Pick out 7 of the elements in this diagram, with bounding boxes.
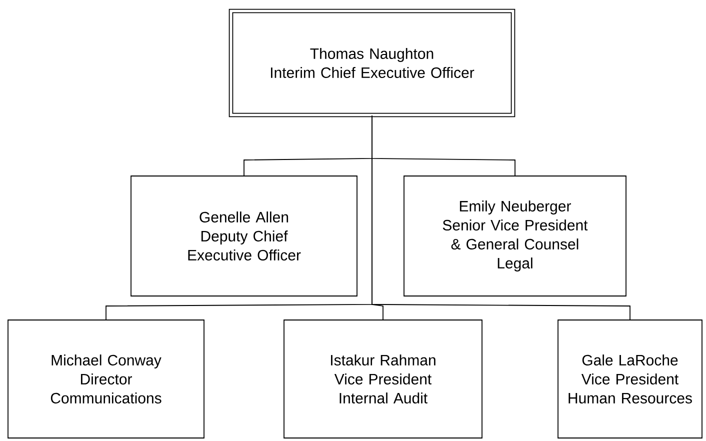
org-box: Emily Neuberger Senior Vice President & General Counsel Legal (404, 176, 626, 296)
org-box: Istakur Rahman Vice President Internal Audit (284, 320, 482, 438)
org-box: Gale LaRoche Vice President Human Resources (558, 320, 702, 438)
connector (372, 115, 630, 320)
org-box: Genelle Allen Deputy Chief Executive Officer (130, 176, 358, 296)
org-box: Thomas Naughton Interim Chief Executive Officer (228, 8, 516, 118)
org-box: Michael Conway Director Communications (8, 320, 204, 438)
